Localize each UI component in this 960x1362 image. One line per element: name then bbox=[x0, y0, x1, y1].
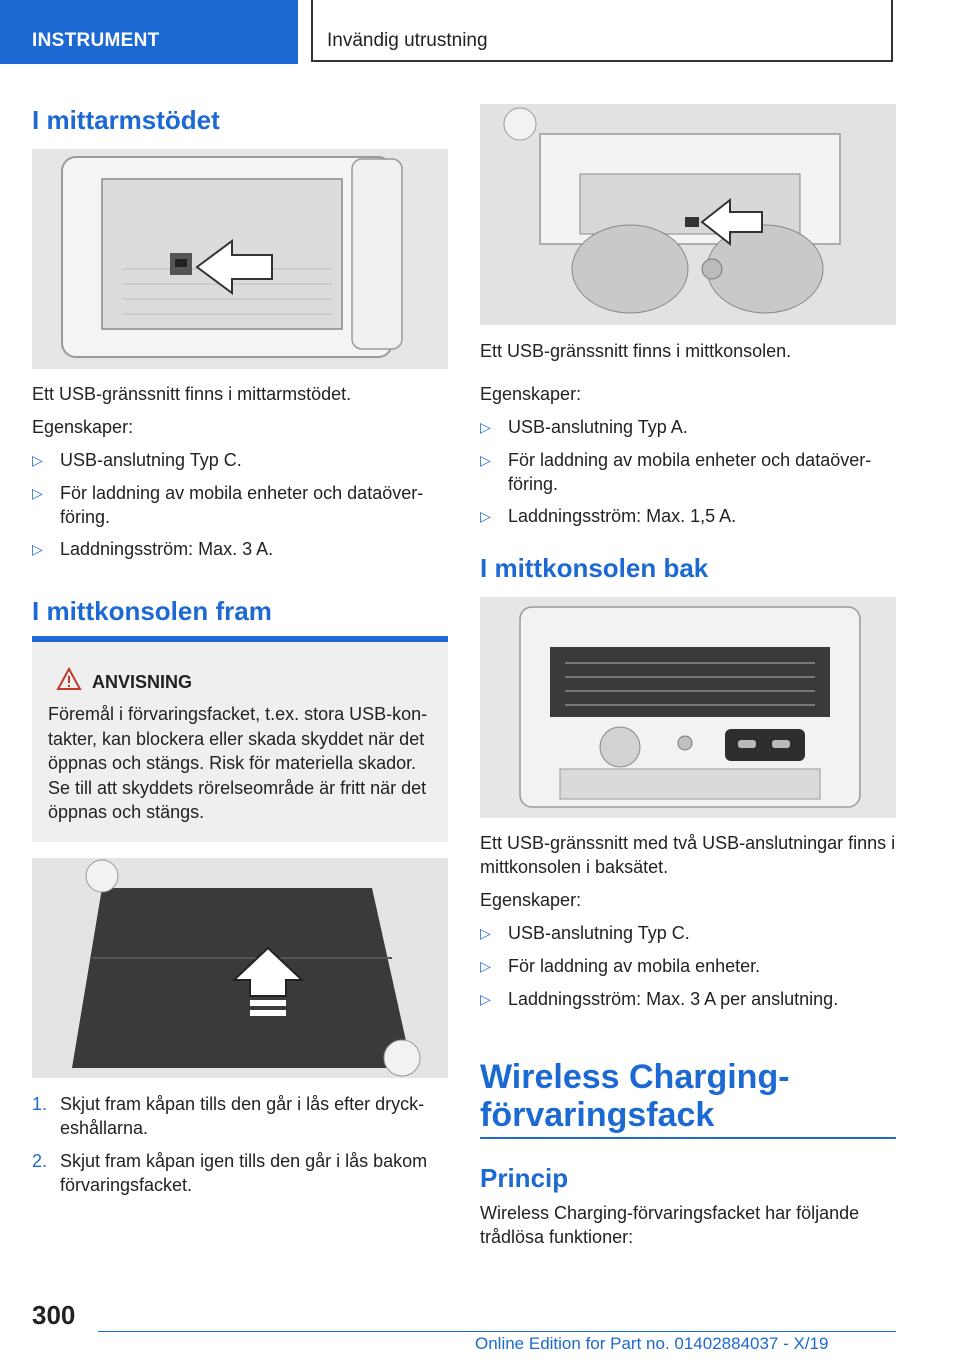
bullet-triangle-icon: ▷ bbox=[480, 419, 491, 435]
armrest-description: Ett USB-gränssnitt finns i mittarmstödet… bbox=[32, 384, 352, 404]
section-divider bbox=[480, 1137, 896, 1139]
bullet-triangle-icon: ▷ bbox=[480, 452, 491, 468]
list-item: ▷ Laddningsström: Max. 3 A. bbox=[32, 539, 274, 559]
section-title: INSTRUMENT bbox=[32, 30, 160, 51]
section-tab[interactable]: INSTRUMENT bbox=[0, 0, 298, 64]
warning-text: Föremål i förvaringsfacket, t.ex. stora … bbox=[48, 704, 428, 822]
chapter-title: Invändig utrustning bbox=[327, 30, 488, 51]
step-item: 2. Skjut fram kåpan igen tills den går i… bbox=[32, 1151, 428, 1195]
step-item: 1. Skjut fram kåpan tills den går i lås … bbox=[32, 1094, 425, 1138]
list-item: ▷ För laddning av mobila enheter och dat… bbox=[480, 450, 872, 494]
principle-text: Wireless Charging-förvaringsfacket har f… bbox=[480, 1203, 860, 1247]
heading-front-console: I mittkonsolen fram bbox=[32, 596, 272, 626]
heading-wireless-charging: Wireless Charging-förvaringsfack bbox=[480, 1058, 790, 1134]
list-item: ▷ För laddning av mobila enheter och dat… bbox=[32, 483, 424, 527]
page-number: 300 bbox=[32, 1300, 76, 1330]
rear-props-label: Egenskaper: bbox=[480, 890, 582, 910]
console-usb-image bbox=[480, 104, 896, 325]
list-item: ▷ USB-anslutning Typ C. bbox=[480, 923, 690, 943]
bullet-triangle-icon: ▷ bbox=[480, 508, 491, 524]
list-item: ▷ Laddningsström: Max. 3 A per anslutnin… bbox=[480, 989, 839, 1009]
edition-link[interactable]: Online Edition for Part no. 01402884037 … bbox=[475, 1334, 829, 1353]
list-item: ▷ USB-anslutning Typ C. bbox=[32, 450, 242, 470]
bullet-triangle-icon: ▷ bbox=[32, 541, 43, 557]
footer-divider bbox=[98, 1331, 896, 1332]
heading-rear-console: I mittkonsolen bak bbox=[480, 553, 709, 583]
bullet-triangle-icon: ▷ bbox=[32, 452, 43, 468]
list-item: ▷ Laddningsström: Max. 1,5 A. bbox=[480, 506, 737, 526]
console-props-label: Egenskaper: bbox=[480, 384, 582, 404]
chapter-tab[interactable]: Invändig utrustning bbox=[311, 0, 893, 62]
list-item: ▷ USB-anslutning Typ A. bbox=[480, 417, 688, 437]
bullet-triangle-icon: ▷ bbox=[480, 925, 491, 941]
warning-triangle-icon bbox=[56, 666, 82, 696]
rear-console-usb-image bbox=[480, 597, 896, 818]
armrest-props-label: Egenskaper: bbox=[32, 417, 134, 437]
rear-console-description: Ett USB-gränssnitt med två USB-anslutnin… bbox=[480, 833, 896, 877]
bullet-triangle-icon: ▷ bbox=[480, 958, 491, 974]
bullet-triangle-icon: ▷ bbox=[32, 485, 43, 501]
bullet-triangle-icon: ▷ bbox=[480, 991, 491, 1007]
console-description: Ett USB-gränssnitt finns i mittkonsolen. bbox=[480, 341, 792, 361]
list-item: ▷ För laddning av mobila enheter. bbox=[480, 956, 761, 976]
heading-armrest: I mittarmstödet bbox=[32, 105, 220, 135]
front-console-cover-image bbox=[32, 858, 448, 1078]
heading-principle: Princip bbox=[480, 1163, 569, 1193]
warning-box: ANVISNING Föremål i förvaringsfacket, t.… bbox=[32, 636, 448, 842]
warning-title: ANVISNING bbox=[92, 672, 193, 692]
armrest-usb-image bbox=[32, 149, 448, 369]
